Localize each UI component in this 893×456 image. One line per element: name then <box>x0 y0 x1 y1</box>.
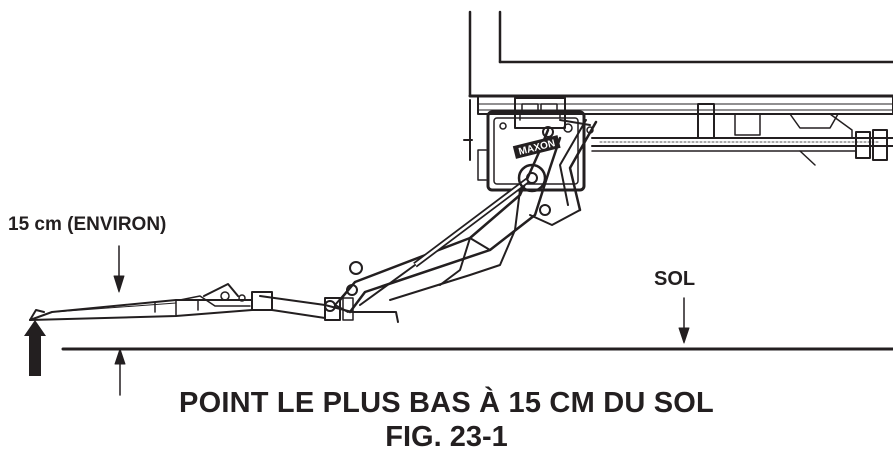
pivot-pins <box>324 126 594 312</box>
ground-label: SOL <box>654 268 696 290</box>
ground-reference-arrow <box>114 348 126 396</box>
ground-arrow <box>678 297 690 344</box>
lift-up-arrow <box>24 320 46 376</box>
figure-number: FIG. 23-1 <box>385 421 508 453</box>
platform-hinge <box>179 283 399 323</box>
approx-height-arrow <box>113 245 125 293</box>
platform <box>29 295 396 321</box>
mounting-frame <box>477 95 893 139</box>
hydraulic-cylinder <box>359 177 530 306</box>
truck-body <box>468 10 893 98</box>
figure-caption: POINT LE PLUS BAS À 15 CM DU SOL <box>179 387 714 419</box>
side-tube <box>591 129 893 166</box>
lift-arms <box>334 119 598 314</box>
approx-height-label: 15 cm (ENVIRON) <box>8 214 167 235</box>
